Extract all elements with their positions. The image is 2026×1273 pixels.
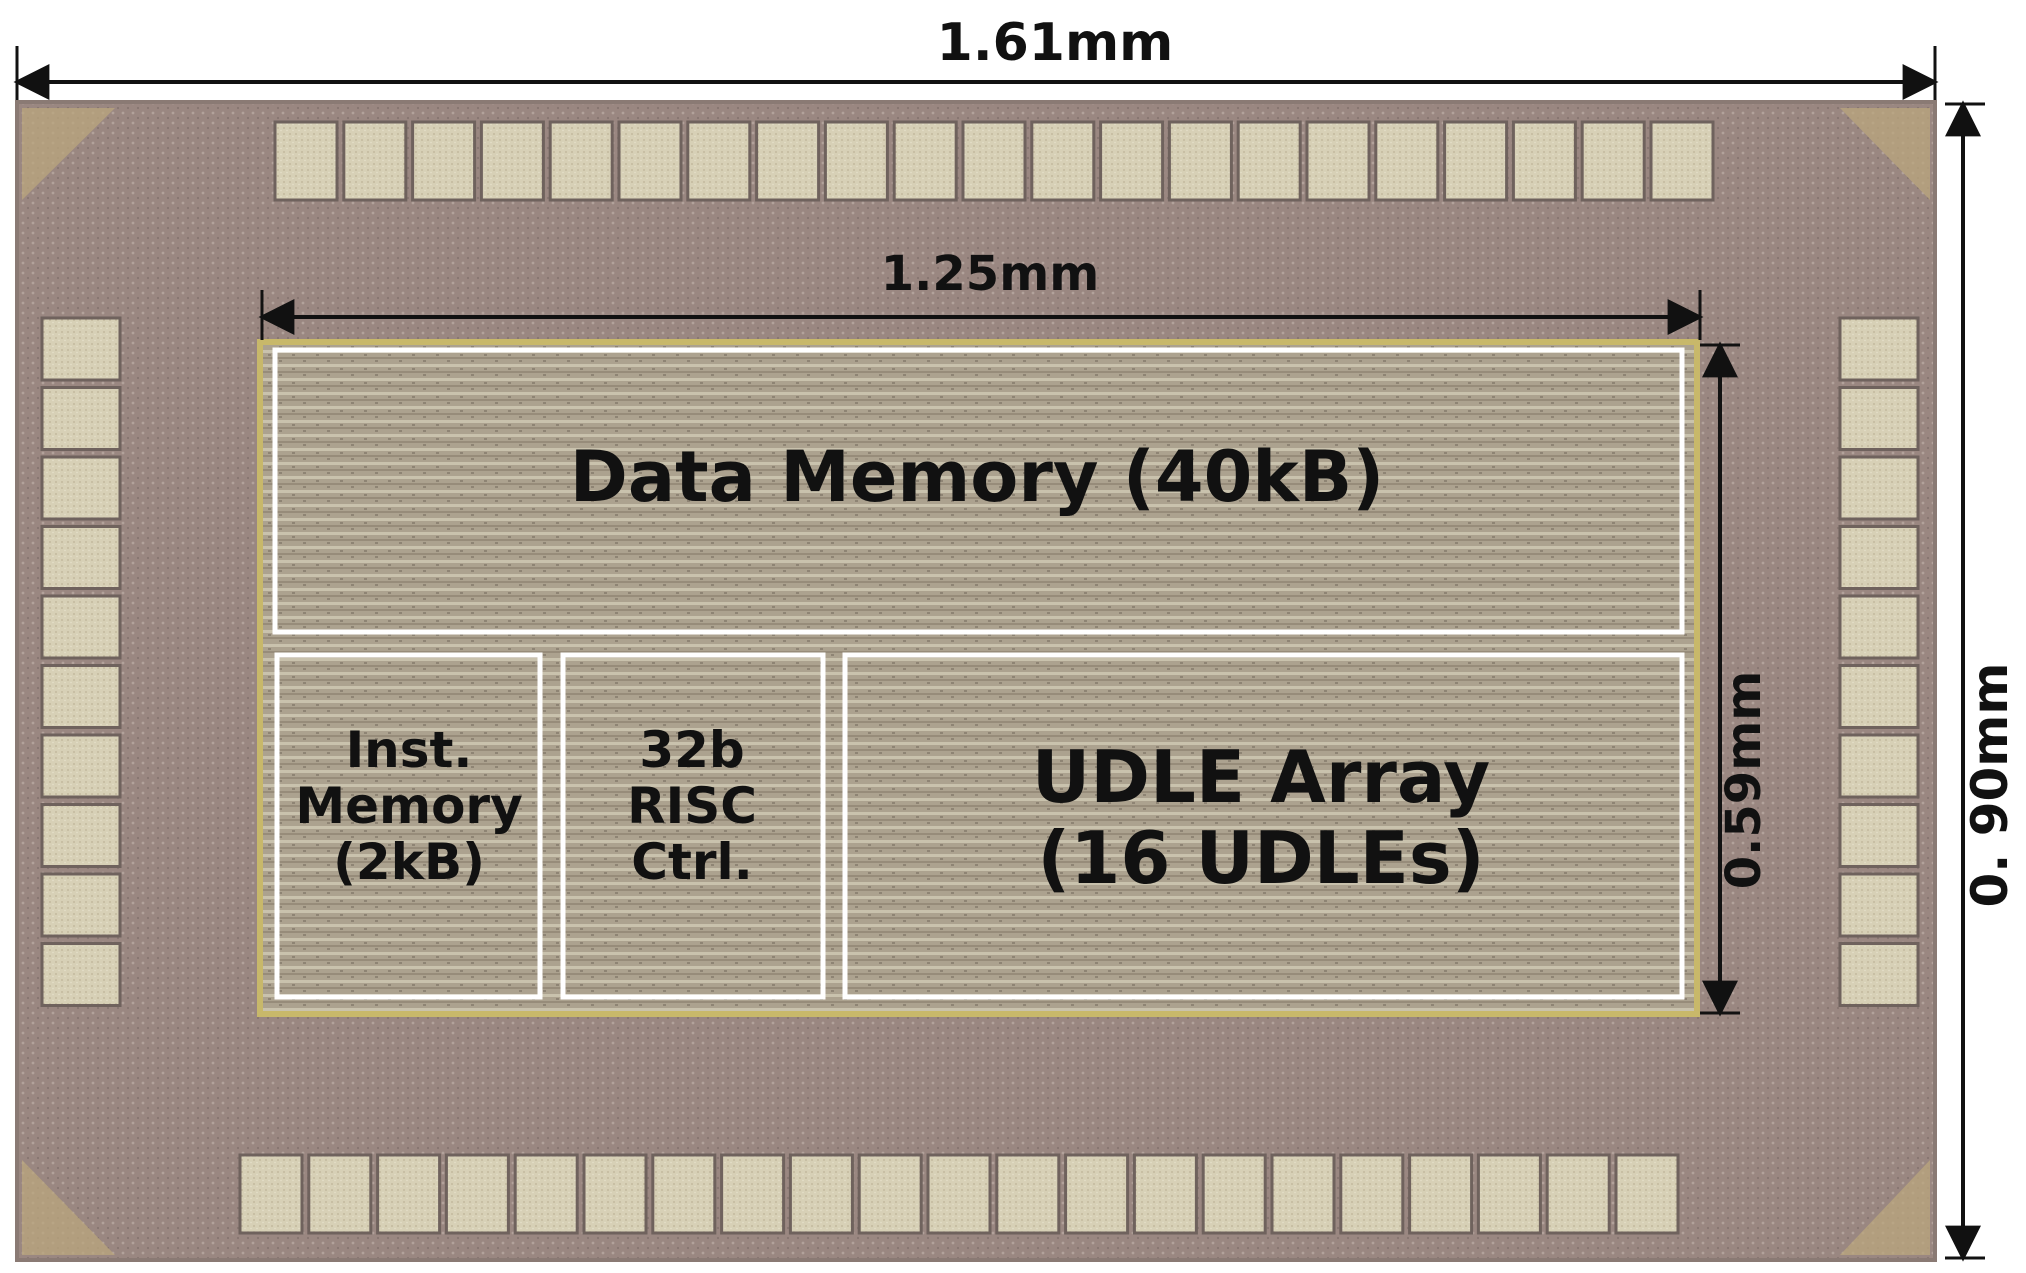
bond-pad	[40, 942, 122, 1007]
bond-pad	[1838, 455, 1920, 521]
bond-pad	[1838, 733, 1920, 799]
bond-pad	[40, 455, 122, 521]
bond-pad	[755, 120, 821, 202]
risc-ctrl-block	[560, 652, 826, 1000]
bond-pad	[40, 386, 122, 451]
bond-pad	[1201, 1153, 1267, 1235]
bond-pad	[1838, 942, 1920, 1007]
bond-pad	[1236, 120, 1302, 202]
bond-pad	[376, 1153, 442, 1235]
bond-pad	[1408, 1153, 1474, 1235]
bond-pad	[548, 120, 614, 202]
core-area	[257, 339, 1700, 1017]
bond-pad	[307, 1153, 373, 1235]
bond-pad	[40, 316, 122, 382]
udle-array-block	[842, 652, 1685, 1000]
bond-pad	[40, 525, 122, 590]
bond-pad	[40, 594, 122, 660]
chip-width-label: 1.61mm	[936, 13, 1174, 73]
bond-pad	[1838, 664, 1920, 729]
data-memory-block	[272, 347, 1685, 635]
bond-pad	[444, 1153, 510, 1235]
bond-pad	[1580, 120, 1646, 202]
bond-pad	[892, 120, 958, 202]
bond-pad	[686, 120, 752, 202]
corner-structure-bl	[22, 1160, 115, 1255]
bond-pad	[1167, 120, 1233, 202]
bond-pad	[995, 1153, 1061, 1235]
bond-pad	[1838, 316, 1920, 382]
bond-pad	[1270, 1153, 1336, 1235]
bond-pad	[1030, 120, 1096, 202]
bond-pads-top	[273, 120, 1715, 202]
bond-pad	[40, 664, 122, 729]
core-width-label: 1.25mm	[880, 246, 1100, 302]
bond-pad	[1476, 1153, 1542, 1235]
bond-pad	[651, 1153, 717, 1235]
bond-pad	[1614, 1153, 1680, 1235]
bond-pad	[1099, 120, 1165, 202]
bond-pad	[1838, 525, 1920, 590]
bond-pad	[1649, 120, 1715, 202]
bond-pad	[238, 1153, 304, 1235]
bond-pad	[961, 120, 1027, 202]
bond-pads-right	[1838, 316, 1920, 1007]
inst-memory-block	[274, 652, 543, 1000]
bond-pad	[273, 120, 339, 202]
corner-structure-tl	[22, 108, 115, 200]
bond-pad	[823, 120, 889, 202]
bond-pad	[1838, 803, 1920, 868]
bond-pad	[40, 803, 122, 868]
bond-pad	[1443, 120, 1509, 202]
data-memory-label: Data Memory (40kB)	[569, 436, 1385, 518]
bond-pad	[1132, 1153, 1198, 1235]
bond-pad	[1511, 120, 1577, 202]
bond-pad	[1064, 1153, 1130, 1235]
bond-pad	[1305, 120, 1371, 202]
bond-pad	[1838, 872, 1920, 938]
bond-pad	[479, 120, 545, 202]
inst-memory-label: Inst. Memory (2kB)	[295, 721, 523, 891]
corner-structure-br	[1840, 1160, 1930, 1255]
bond-pad	[40, 872, 122, 938]
bond-pad	[513, 1153, 579, 1235]
bond-pad	[342, 120, 408, 202]
bond-pad	[411, 120, 477, 202]
bond-pads-bottom	[238, 1153, 1680, 1235]
bond-pad	[582, 1153, 648, 1235]
bond-pad	[857, 1153, 923, 1235]
bond-pad	[1838, 386, 1920, 451]
risc-ctrl-label: 32b RISC Ctrl.	[627, 721, 757, 891]
bond-pad	[1374, 120, 1440, 202]
bond-pad	[40, 733, 122, 799]
bond-pad	[926, 1153, 992, 1235]
bond-pad	[1838, 594, 1920, 660]
bond-pads-left	[40, 316, 122, 1007]
bond-pad	[720, 1153, 786, 1235]
bond-pad	[1339, 1153, 1405, 1235]
bond-pad	[1545, 1153, 1611, 1235]
bond-pad	[788, 1153, 854, 1235]
bond-pad	[617, 120, 683, 202]
udle-array-label: UDLE Array (16 UDLEs)	[1031, 735, 1491, 900]
corner-structure-tr	[1840, 108, 1930, 200]
